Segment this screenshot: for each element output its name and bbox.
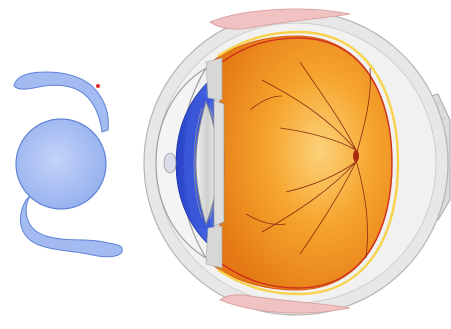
pupil-highlight (164, 153, 176, 173)
ciliary-bottom (206, 226, 222, 268)
iol-marker-dot (96, 84, 100, 88)
vitreous-front (214, 36, 392, 290)
eye-cross-section (144, 9, 450, 315)
iol-optic (16, 119, 106, 209)
intraocular-lens (14, 72, 122, 257)
ciliary-top (206, 58, 222, 100)
